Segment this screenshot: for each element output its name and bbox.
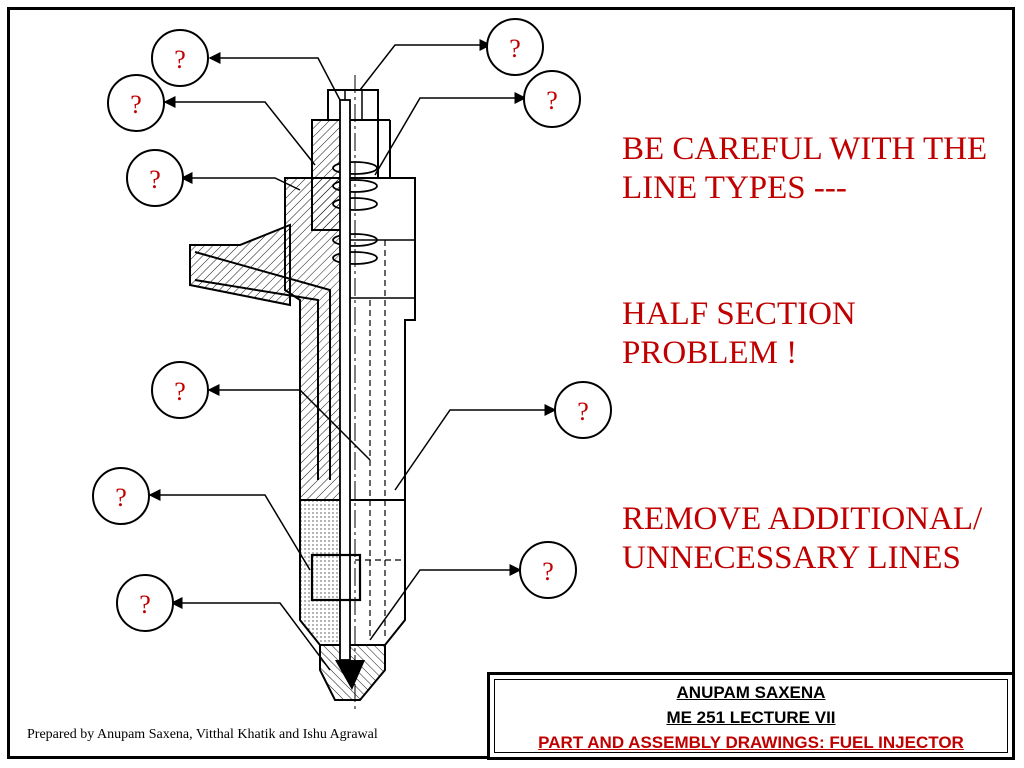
note-remove-lines: REMOVE ADDITIONAL/ UNNECESSARY LINES [622, 501, 983, 576]
title-author: ANUPAM SAXENA [676, 683, 826, 702]
callout-bubble: ? [126, 149, 184, 207]
title-course: ME 251 LECTURE VII [666, 708, 836, 727]
spindle [310, 99, 365, 690]
title-topic: PART AND ASSEMBLY DRAWINGS: FUEL INJECTO… [538, 733, 964, 752]
callout-bubble: ? [151, 361, 209, 419]
note-half-section: HALF SECTION PROBLEM ! [622, 296, 856, 371]
callout-bubble: ? [151, 29, 209, 87]
callout-bubble: ? [519, 541, 577, 599]
callout-label: ? [509, 34, 521, 63]
callout-bubble: ? [486, 18, 544, 76]
callout-bubble: ? [92, 467, 150, 525]
title-block-inner: ANUPAM SAXENA ME 251 LECTURE VII PART AN… [494, 679, 1008, 753]
note-line-types: BE CAREFUL WITH THE LINE TYPES --- [622, 131, 988, 206]
callout-label: ? [546, 86, 558, 115]
callout-label: ? [174, 377, 186, 406]
callout-bubble: ? [554, 381, 612, 439]
callout-label: ? [149, 165, 161, 194]
callout-bubbles: ? ? ? ? ? ? ? ? ? ? [92, 18, 612, 632]
callout-label: ? [139, 590, 151, 619]
callout-label: ? [174, 45, 186, 74]
callout-bubble: ? [116, 574, 174, 632]
callout-label: ? [115, 483, 127, 512]
callout-label: ? [130, 90, 142, 119]
title-block: ANUPAM SAXENA ME 251 LECTURE VII PART AN… [487, 672, 1015, 760]
prepared-by-credit: Prepared by Anupam Saxena, Vitthal Khati… [27, 727, 378, 742]
injector-body-exterior [345, 119, 416, 646]
callout-label: ? [542, 557, 554, 586]
callout-bubble: ? [107, 74, 165, 132]
callout-label: ? [577, 397, 589, 426]
callout-bubble: ? [523, 70, 581, 128]
leader-lines [148, 39, 557, 671]
